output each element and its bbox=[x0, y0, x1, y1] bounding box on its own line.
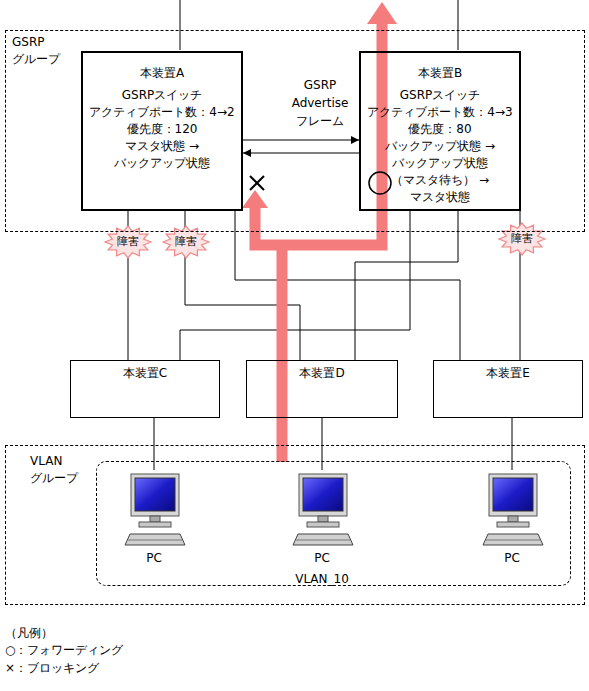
legend-heading: （凡例） bbox=[5, 625, 53, 642]
failure-burst bbox=[163, 226, 209, 258]
switch-box: 本装置B GSRPスイッチアクティブポート数：4→3優先度：80バックアップ状態 … bbox=[359, 51, 521, 211]
monitor-neck bbox=[150, 516, 160, 522]
text-holder: 本装置C bbox=[71, 361, 219, 382]
text-holder: GSRP グループ bbox=[12, 34, 64, 68]
link-wire bbox=[128, 211, 129, 360]
legend-text: ×：ブロッキング bbox=[5, 661, 99, 675]
text-holder: 本装置B GSRPスイッチアクティブポート数：4→3優先度：80バックアップ状態 … bbox=[361, 53, 519, 206]
node-text: GSRPスイッチ bbox=[365, 87, 515, 104]
node-text: バックアップ状態 →バックアップ状態 （マスタ待ち） →マスタ状態 bbox=[365, 138, 515, 206]
uplink-wire bbox=[180, 0, 181, 50]
blocking-stroke bbox=[250, 176, 264, 190]
failure-label: 障害 bbox=[502, 230, 542, 248]
text-holder: 本装置A GSRPスイッチアクティブポート数：4→2優先度：120マスタ状態 →バ… bbox=[83, 53, 241, 172]
text-holder: PC bbox=[290, 550, 354, 567]
failure-burst bbox=[105, 226, 151, 258]
failure-label: 障害 bbox=[108, 233, 148, 251]
link-wire bbox=[322, 418, 323, 470]
link-wire bbox=[235, 211, 460, 360]
node-text: 優先度：120 bbox=[87, 121, 237, 138]
vlan-area: VLAN_10 PC PC PC bbox=[96, 461, 571, 586]
node-title: 本装置A bbox=[87, 65, 237, 82]
node-text: GSRPスイッチ bbox=[87, 87, 237, 104]
monitor-neck bbox=[508, 516, 518, 522]
edge-label: GSRP Advertise フレーム bbox=[288, 76, 352, 130]
vlan-group: VLAN グループ VLAN_10 PC PC PC bbox=[5, 445, 585, 605]
monitor-frame bbox=[489, 474, 537, 516]
text-holder: 本装置D bbox=[247, 361, 397, 382]
gsrp-group: GSRP グループ本装置AGSRPスイッチアクティブポート数：4→2優先度：12… bbox=[5, 30, 585, 232]
legend-row: ×：ブロッキング bbox=[5, 660, 99, 677]
node-title: 本装置C bbox=[71, 365, 219, 382]
blocking-stroke bbox=[250, 176, 264, 190]
blocking-mark bbox=[250, 176, 264, 190]
keyboard-keys bbox=[128, 540, 182, 541]
pc-icon bbox=[290, 470, 354, 550]
legend-row: ○：フォワーディング bbox=[5, 642, 123, 659]
forwarding-mark bbox=[369, 172, 391, 194]
monitor-frame bbox=[131, 474, 179, 516]
keyboard-keys bbox=[296, 540, 350, 541]
failure-label: 障害 bbox=[166, 233, 206, 251]
traffic-flow-arrow bbox=[255, 22, 382, 462]
node-title: 本装置B bbox=[365, 65, 515, 82]
advertise-arrow bbox=[243, 153, 359, 154]
uplink-wire bbox=[458, 0, 459, 50]
link-wire bbox=[180, 211, 410, 360]
monitor-base bbox=[139, 522, 171, 527]
pc-terminal: PC bbox=[290, 470, 354, 568]
uplink-wires bbox=[180, 0, 458, 50]
link-wire bbox=[185, 211, 300, 360]
legend-text: ○：フォワーディング bbox=[5, 643, 123, 657]
node-title: PC bbox=[290, 550, 354, 567]
text-holder: PC bbox=[480, 550, 544, 567]
text-holder: VLAN グループ bbox=[30, 453, 82, 487]
traffic-arrow-head bbox=[367, 2, 397, 24]
link-wire bbox=[154, 418, 155, 470]
node-title: VLAN グループ bbox=[30, 453, 82, 487]
node-title: 本装置E bbox=[434, 365, 582, 382]
node-title: PC bbox=[480, 550, 544, 567]
failure-bursts bbox=[105, 223, 545, 258]
pc-terminal: PC bbox=[480, 470, 544, 568]
node-text: 優先度：80 bbox=[365, 121, 515, 138]
monitor-base bbox=[307, 522, 339, 527]
monitor-neck bbox=[318, 516, 328, 522]
monitor-frame bbox=[299, 474, 347, 516]
link-wire bbox=[355, 211, 458, 360]
pc-icon bbox=[122, 470, 186, 550]
node-text: アクティブポート数：4→3 bbox=[365, 104, 515, 121]
node-title: VLAN_10 bbox=[285, 571, 359, 588]
text-holder: PC bbox=[122, 550, 186, 567]
text-holder: 本装置E bbox=[434, 361, 582, 382]
node-title: GSRP グループ bbox=[12, 34, 64, 68]
pc-terminal: PC bbox=[122, 470, 186, 568]
failure-burst bbox=[499, 223, 545, 255]
traffic-arrow-head bbox=[242, 190, 268, 208]
switch-box: 本装置D bbox=[246, 360, 398, 418]
text-holder: VLAN_10 bbox=[285, 571, 359, 588]
connectors bbox=[128, 140, 520, 470]
node-text: マスタ状態 →バックアップ状態 bbox=[87, 138, 237, 172]
switch-box: 本装置A GSRPスイッチアクティブポート数：4→2優先度：120マスタ状態 →バ… bbox=[81, 51, 243, 211]
node-title: PC bbox=[122, 550, 186, 567]
node-text: アクティブポート数：4→2 bbox=[87, 104, 237, 121]
pc-icon bbox=[480, 470, 544, 550]
keyboard bbox=[125, 534, 185, 545]
switch-box: 本装置C bbox=[70, 360, 220, 418]
monitor-screen bbox=[303, 478, 343, 511]
keyboard bbox=[483, 534, 543, 545]
monitor-screen bbox=[135, 478, 175, 511]
advertise-arrow bbox=[243, 140, 359, 141]
monitor-screen bbox=[493, 478, 533, 511]
monitor-base bbox=[497, 522, 529, 527]
link-wire bbox=[512, 418, 513, 470]
switch-box: 本装置E bbox=[433, 360, 583, 418]
keyboard bbox=[293, 534, 353, 545]
node-title: 本装置D bbox=[247, 365, 397, 382]
keyboard-keys bbox=[486, 540, 540, 541]
